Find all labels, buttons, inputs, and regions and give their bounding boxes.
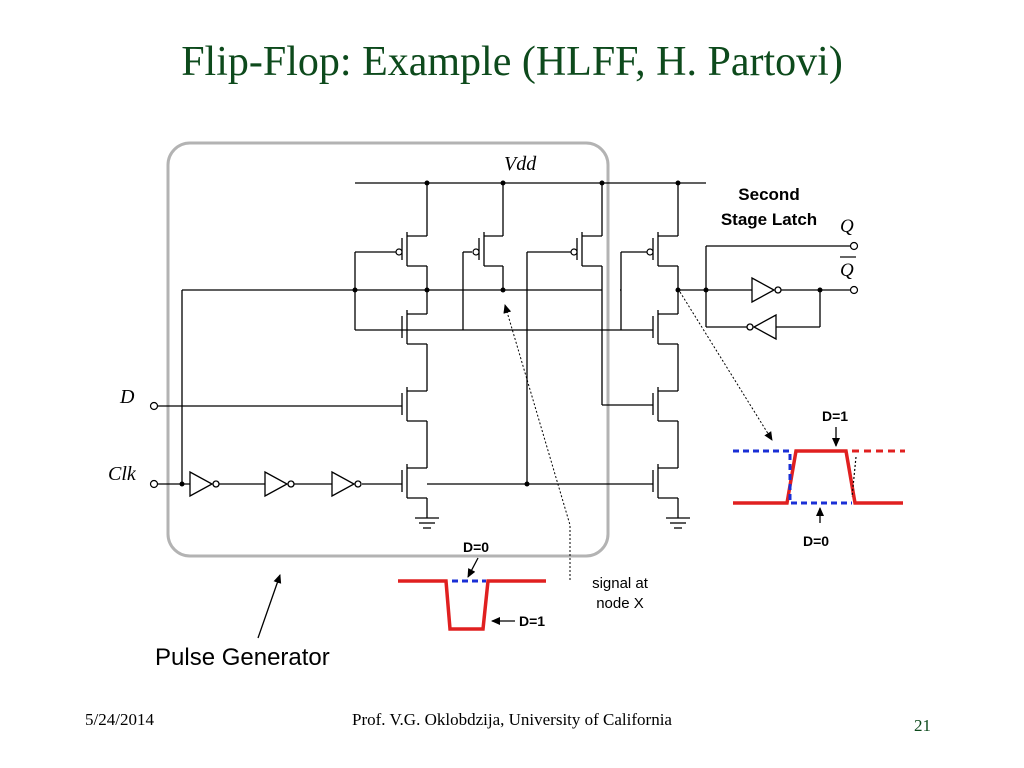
input-clk-label: Clk bbox=[108, 463, 137, 485]
footer-author: Prof. V.G. Oklobdzija, University of Cal… bbox=[352, 710, 672, 729]
first-stage-nmos-stack bbox=[155, 290, 439, 529]
waveform-out-dotted-edge bbox=[851, 456, 857, 498]
input-d-label: D bbox=[119, 386, 135, 408]
second-stage-label-1: Second bbox=[738, 185, 799, 204]
pulse-generator-label: Pulse Generator bbox=[155, 644, 330, 671]
vdd-label: Vdd bbox=[504, 153, 537, 175]
waveform-out-d1-label: D=1 bbox=[822, 408, 848, 424]
clk-inverter-chain bbox=[158, 470, 362, 498]
waveform-x-caption-1: signal at bbox=[592, 575, 649, 592]
waveform-x-d0-arrow bbox=[467, 557, 479, 578]
pmos-gate-bubbles-2 bbox=[570, 248, 654, 256]
node-junction-dots bbox=[179, 287, 681, 487]
latch-junction-dots bbox=[703, 287, 823, 293]
waveform-x-red bbox=[398, 579, 546, 631]
node-x-wiring bbox=[181, 289, 706, 484]
output-terminals bbox=[849, 241, 859, 295]
output-qbar-label: Q bbox=[840, 260, 854, 281]
footer-date: 5/24/2014 bbox=[85, 710, 154, 729]
waveform-node-x: D=0 D=1 signal at node X bbox=[398, 539, 649, 631]
pulse-generator-arrow bbox=[257, 574, 282, 639]
waveform-out-red bbox=[733, 449, 903, 505]
waveform-output: D=1 D=0 bbox=[733, 408, 905, 549]
second-stage-latch bbox=[705, 245, 851, 341]
output-dotted-arrow bbox=[679, 291, 773, 441]
node-x-dotted-arrow bbox=[503, 304, 571, 580]
waveform-out-d0-label: D=0 bbox=[803, 533, 829, 549]
pulse-generator-box bbox=[166, 141, 610, 558]
waveform-out-blue bbox=[733, 449, 852, 505]
output-q-label: Q bbox=[840, 216, 854, 237]
slide-title: Flip-Flop: Example (HLFF, H. Partovi) bbox=[181, 39, 843, 85]
waveform-x-d1-label: D=1 bbox=[519, 613, 545, 629]
waveform-x-d0-label: D=0 bbox=[463, 539, 489, 555]
waveform-x-caption-2: node X bbox=[596, 595, 644, 612]
input-terminals bbox=[149, 401, 159, 489]
footer-page-number: 21 bbox=[914, 716, 931, 735]
pmos-gate-bubbles-1 bbox=[395, 248, 480, 256]
second-stage-label-2: Stage Latch bbox=[721, 210, 817, 229]
first-stage-pmos bbox=[354, 183, 504, 330]
second-stage-pmos bbox=[526, 183, 679, 484]
second-stage-nmos-stack bbox=[402, 290, 690, 529]
